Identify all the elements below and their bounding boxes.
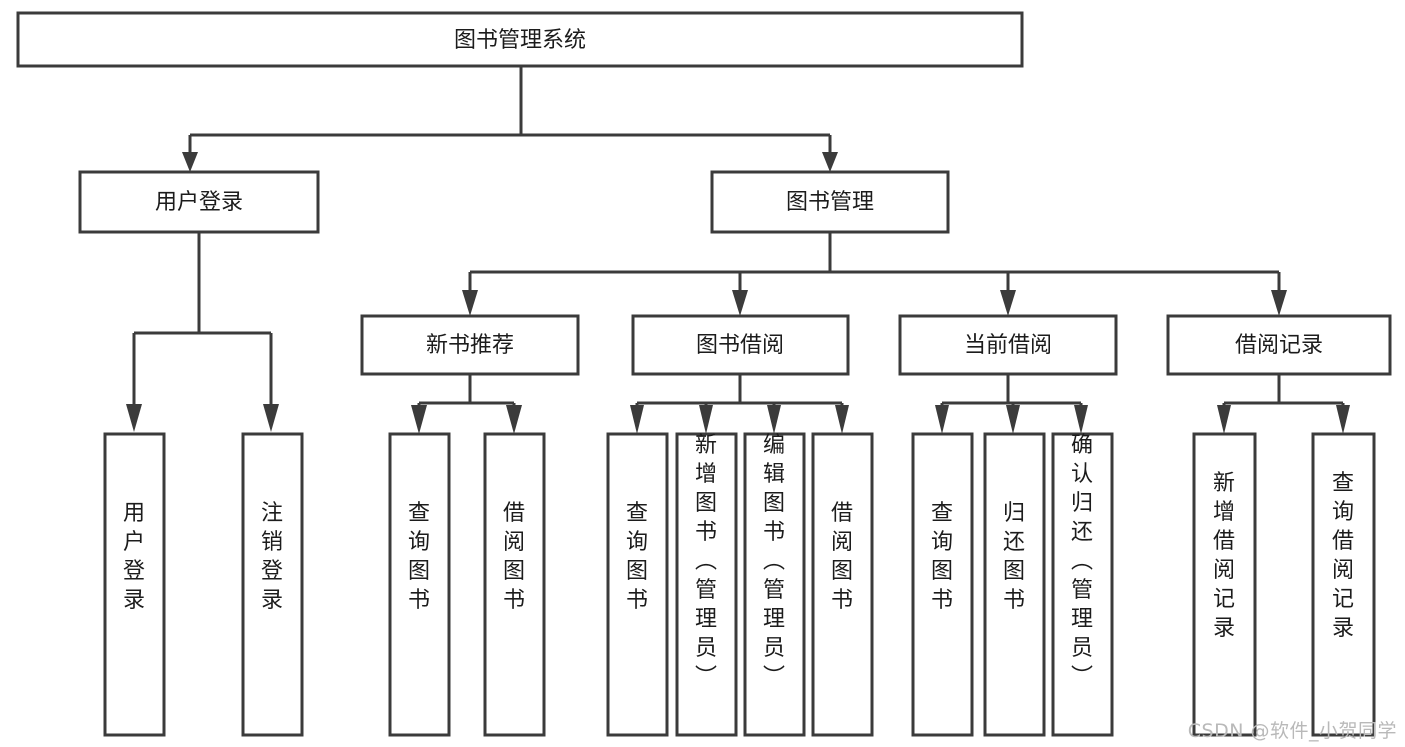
node-leaf-logout-login[interactable]: 注销登录 [241, 432, 304, 737]
node-current-borrow[interactable]: 当前借阅 [898, 314, 1118, 376]
node-leaf-confirm-return-box[interactable] [1051, 432, 1114, 737]
node-user-login-box[interactable] [78, 170, 320, 234]
node-leaf-user-login[interactable]: 用户登录 [103, 432, 166, 737]
arrowhead-leaf-query-book-1 [411, 405, 427, 434]
node-leaf-add-book-label: 新增图书︵管理员︶ [695, 433, 717, 690]
arrowhead-leaf-user-login [126, 404, 142, 432]
node-leaf-confirm-return-label: 确认归还︵管理员︶ [1071, 433, 1093, 690]
node-book-manage-label: 图书管理 [786, 190, 874, 215]
arrowhead-leaf-borrow-book-2 [835, 405, 849, 434]
node-leaf-query-book-2-box[interactable] [606, 432, 669, 737]
node-leaf-query-book-2[interactable]: 查询图书 [606, 432, 669, 737]
arrowhead-leaf-logout-login [263, 404, 279, 432]
node-leaf-return-book[interactable]: 归还图书 [983, 432, 1046, 737]
node-book-borrow-box[interactable] [631, 314, 850, 376]
node-leaf-query-book-2-label: 查询图书 [626, 501, 648, 613]
node-borrow-record[interactable]: 借阅记录 [1166, 314, 1392, 376]
node-new-book-recommend[interactable]: 新书推荐 [360, 314, 580, 376]
node-leaf-query-book-3-box[interactable] [911, 432, 974, 737]
node-book-borrow[interactable]: 图书借阅 [631, 314, 850, 376]
node-book-borrow-label: 图书借阅 [696, 333, 784, 358]
arrowhead-current-borrow [1000, 290, 1016, 316]
node-current-borrow-box[interactable] [898, 314, 1118, 376]
node-leaf-user-login-label: 用户登录 [123, 501, 145, 613]
node-root-label: 图书管理系统 [454, 28, 586, 53]
node-leaf-add-record-box[interactable] [1192, 432, 1257, 737]
node-leaf-query-book-1-label: 查询图书 [408, 501, 430, 613]
node-leaf-borrow-book-2-box[interactable] [811, 432, 874, 737]
node-root[interactable]: 图书管理系统 [16, 11, 1024, 68]
arrowhead-leaf-query-book-2 [630, 405, 644, 434]
node-leaf-edit-book-label: 编辑图书︵管理员︶ [763, 433, 785, 690]
node-leaf-query-record-label: 查询借阅记录 [1332, 471, 1354, 641]
node-leaf-add-book-box[interactable] [675, 432, 738, 737]
node-leaf-add-record-label: 新增借阅记录 [1213, 471, 1235, 641]
node-leaf-return-book-label: 归还图书 [1003, 501, 1025, 613]
arrowhead-leaf-edit-book [767, 405, 781, 434]
node-leaf-borrow-book-1-label: 借阅图书 [503, 501, 525, 613]
node-leaf-edit-book-box[interactable] [743, 432, 806, 737]
node-leaf-borrow-book-2[interactable]: 借阅图书 [811, 432, 874, 737]
node-leaf-logout-login-label: 注销登录 [261, 501, 283, 613]
node-leaf-borrow-book-1[interactable]: 借阅图书 [483, 432, 546, 737]
node-leaf-add-book[interactable]: 新增图书︵管理员︶ [675, 432, 738, 737]
node-new-book-recommend-label: 新书推荐 [426, 333, 514, 358]
arrowhead-leaf-borrow-book-1 [506, 405, 522, 434]
arrowhead-leaf-add-record [1217, 405, 1231, 434]
node-leaf-return-book-box[interactable] [983, 432, 1046, 737]
node-leaf-edit-book[interactable]: 编辑图书︵管理员︶ [743, 432, 806, 737]
node-leaf-add-record[interactable]: 新增借阅记录 [1192, 432, 1257, 737]
node-borrow-record-label: 借阅记录 [1235, 333, 1323, 358]
arrowhead-leaf-add-book [699, 405, 713, 434]
node-new-book-recommend-box[interactable] [360, 314, 580, 376]
node-borrow-record-box[interactable] [1166, 314, 1392, 376]
node-leaf-user-login-box[interactable] [103, 432, 166, 737]
arrowhead-new-book [462, 290, 478, 316]
node-leaf-query-record-box[interactable] [1311, 432, 1376, 737]
node-leaf-confirm-return[interactable]: 确认归还︵管理员︶ [1051, 432, 1114, 737]
node-user-login-label: 用户登录 [155, 190, 243, 215]
node-leaf-query-book-3[interactable]: 查询图书 [911, 432, 974, 737]
node-leaf-logout-login-box[interactable] [241, 432, 304, 737]
node-leaf-borrow-book-2-label: 借阅图书 [831, 501, 853, 613]
node-book-manage[interactable]: 图书管理 [710, 170, 950, 234]
node-root-box[interactable] [16, 11, 1024, 68]
node-leaf-query-record[interactable]: 查询借阅记录 [1311, 432, 1376, 737]
node-user-login[interactable]: 用户登录 [78, 170, 320, 234]
arrowhead-leaf-confirm-return [1074, 405, 1088, 434]
node-book-manage-box[interactable] [710, 170, 950, 234]
arrowhead-borrow-record [1271, 290, 1287, 316]
node-leaf-query-book-1-box[interactable] [388, 432, 451, 737]
arrowhead-group [126, 152, 1350, 434]
arrowhead-leaf-query-book-3 [935, 405, 949, 434]
arrowhead-user-login [182, 152, 198, 172]
arrowhead-leaf-query-record [1336, 405, 1350, 434]
node-leaf-query-book-3-label: 查询图书 [931, 501, 953, 613]
arrowhead-book-manage [822, 152, 838, 172]
node-leaf-query-book-1[interactable]: 查询图书 [388, 432, 451, 737]
node-leaf-borrow-book-1-box[interactable] [483, 432, 546, 737]
node-current-borrow-label: 当前借阅 [964, 333, 1052, 358]
arrowhead-leaf-return-book [1006, 405, 1020, 434]
arrowhead-book-borrow [732, 290, 748, 316]
